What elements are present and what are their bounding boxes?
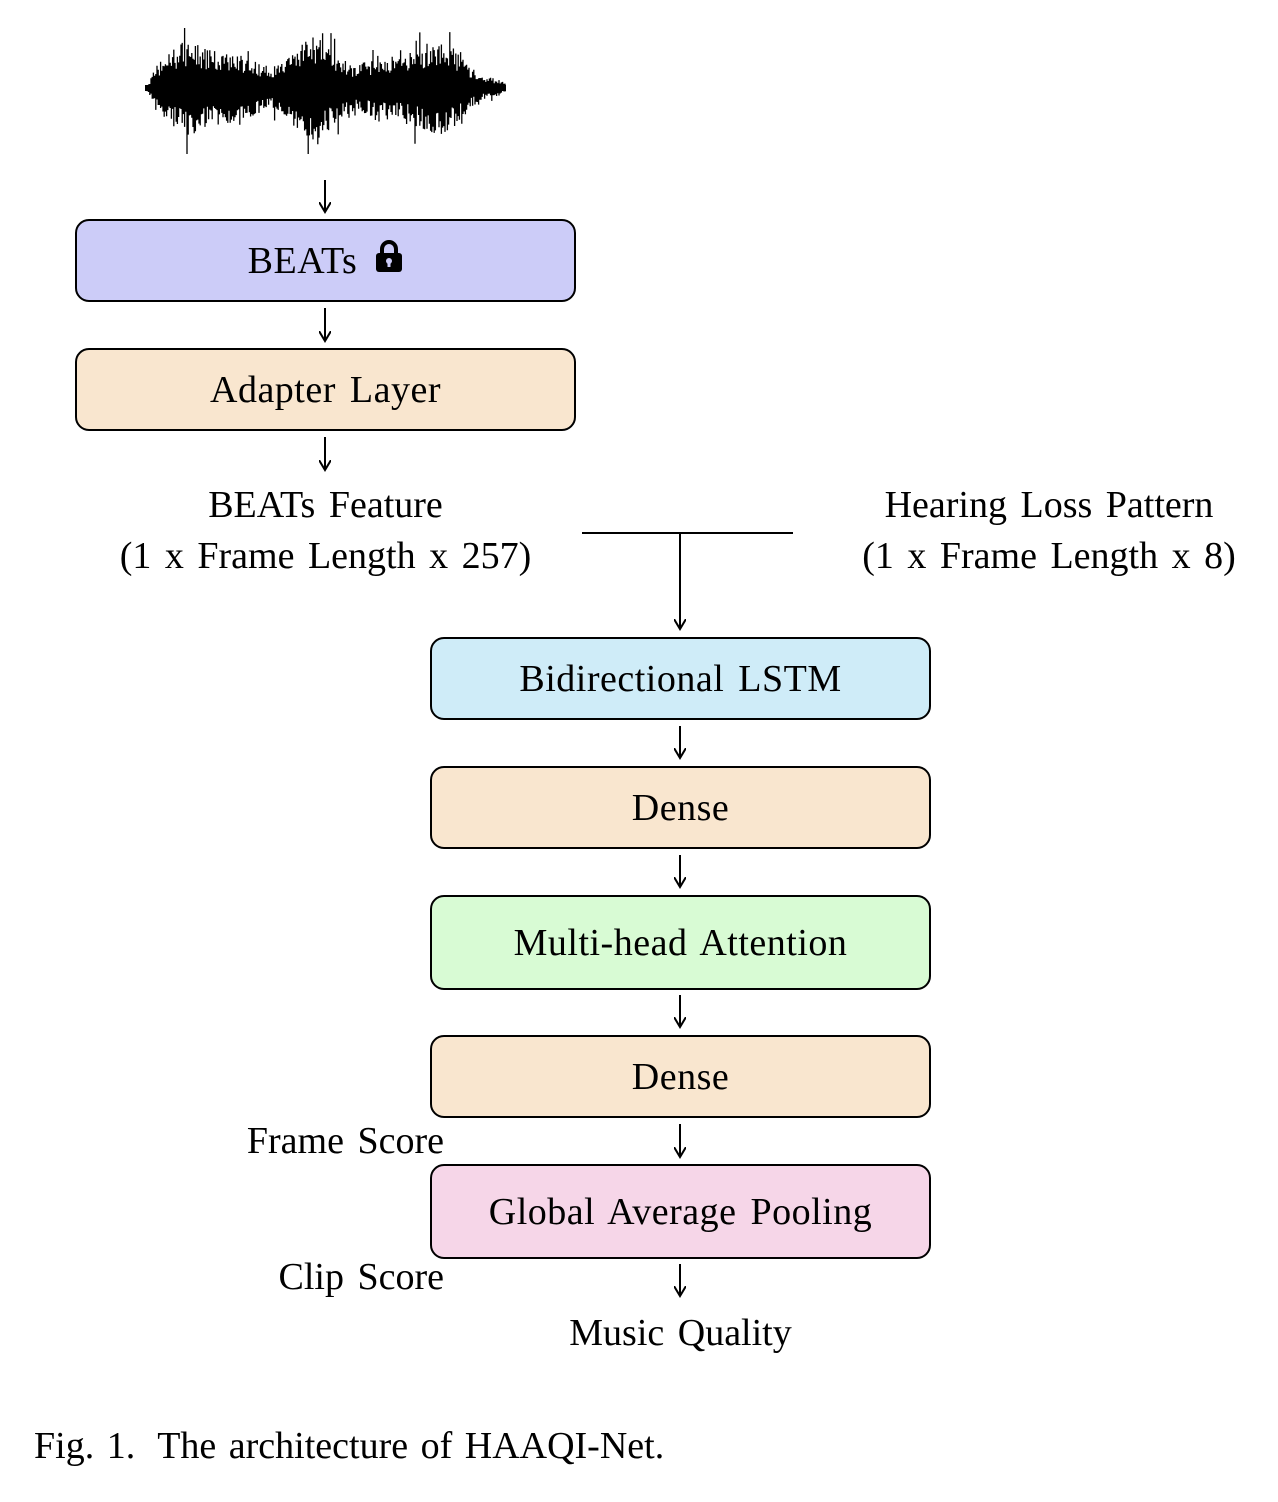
bilstm-block: Bidirectional LSTM: [430, 637, 931, 720]
beats-feature-title: BEATs Feature: [208, 484, 443, 526]
hearing-loss-title: Hearing Loss Pattern: [884, 484, 1214, 526]
hearing-loss-shape: (1 x Frame Length x 8): [862, 535, 1236, 577]
waveform-icon: [145, 28, 506, 154]
adapter-layer-label: Adapter Layer: [210, 368, 441, 411]
figure-caption: Fig. 1. The architecture of HAAQI-Net.: [34, 1424, 664, 1468]
global-average-pooling-label: Global Average Pooling: [488, 1190, 873, 1233]
dense-label-2: Dense: [631, 1055, 730, 1098]
beats-feature-label: BEATs Feature (1 x Frame Length x 257): [75, 480, 576, 582]
beats-block-label: BEATs: [247, 239, 358, 282]
frame-score-label: Frame Score: [246, 1120, 444, 1162]
beats-block: BEATs: [75, 219, 576, 302]
dense-block-2: Dense: [430, 1035, 931, 1118]
dense-block-1: Dense: [430, 766, 931, 849]
figure-number: Fig. 1.: [34, 1425, 136, 1467]
multi-head-attention-block: Multi-head Attention: [430, 895, 931, 990]
bilstm-label: Bidirectional LSTM: [519, 657, 842, 700]
global-average-pooling-block: Global Average Pooling: [430, 1164, 931, 1259]
music-quality-output-label: Music Quality: [569, 1312, 792, 1354]
lock-icon: [375, 239, 403, 283]
beats-feature-shape: (1 x Frame Length x 257): [119, 535, 532, 577]
multi-head-attention-label: Multi-head Attention: [513, 921, 848, 964]
adapter-layer-block: Adapter Layer: [75, 348, 576, 431]
dense-label-1: Dense: [631, 786, 730, 829]
figure-caption-text: The architecture of HAAQI-Net.: [157, 1425, 665, 1467]
clip-score-label: Clip Score: [278, 1256, 444, 1298]
hearing-loss-label: Hearing Loss Pattern (1 x Frame Length x…: [820, 480, 1278, 582]
